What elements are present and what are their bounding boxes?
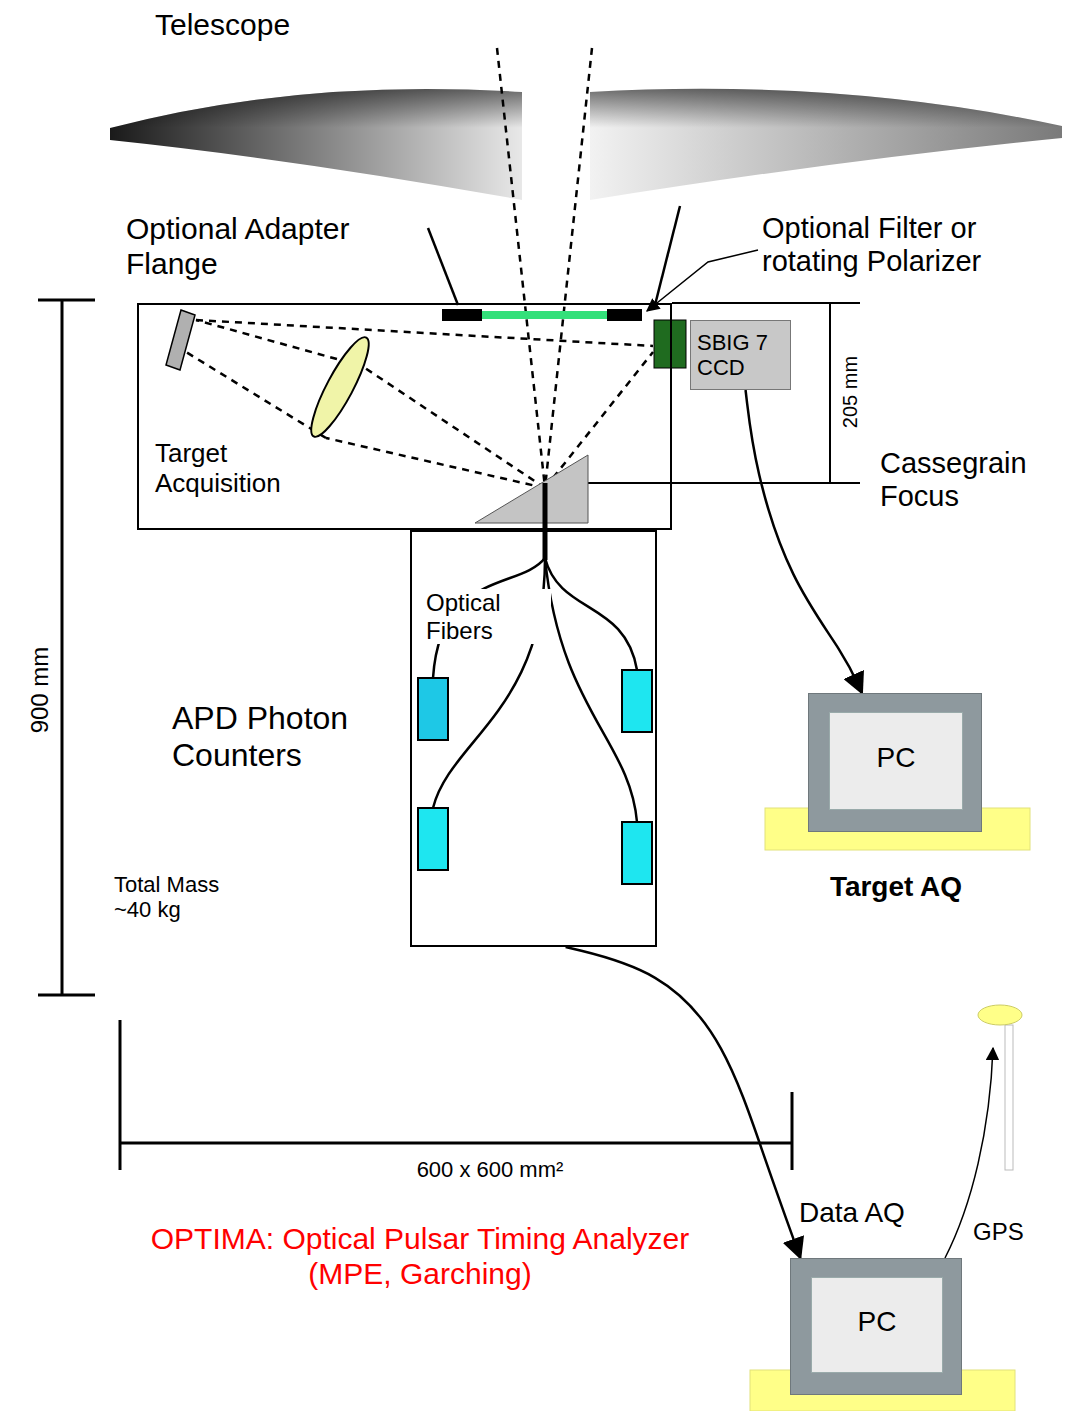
node-heading: Data AQ — [799, 1197, 979, 1229]
telescope-label: Telescope — [155, 8, 375, 43]
signal-cable — [566, 947, 801, 1258]
caption: OPTIMA: Optical Pulsar Timing Analyzer (… — [115, 1222, 725, 1291]
part-label: Optional Filter or rotating Polarizer — [762, 212, 1062, 279]
part-label: Optional Adapter Flange — [126, 212, 416, 281]
part-label: APD Photon Counters — [172, 700, 397, 774]
primary-mirror — [110, 89, 522, 200]
node-text: PC — [811, 1306, 943, 1338]
gps-antenna — [978, 1005, 1022, 1025]
signal-cable — [746, 390, 862, 693]
light-path — [186, 48, 653, 488]
filter-polarizer — [654, 320, 686, 368]
dimension-label: 900 mm — [26, 647, 54, 734]
node-text: Target Acquisition — [155, 439, 305, 499]
pick-off-prism — [475, 455, 588, 523]
lens — [302, 331, 378, 442]
leader-line — [647, 250, 758, 311]
dimension-label: 600 x 600 mm² — [390, 1157, 590, 1182]
part-label: Cassegrain Focus — [880, 447, 1066, 514]
dimension-label: 205 mm — [839, 356, 862, 428]
detector-housing: Optical Fibers — [410, 530, 657, 947]
note-label: Total Mass ~40 kg — [114, 872, 254, 923]
node-text: PC — [829, 742, 963, 774]
signal-label: GPS — [973, 1218, 1053, 1246]
acquisition-housing: Target Acquisition — [137, 303, 672, 530]
antenna-mast — [1005, 1025, 1013, 1170]
primary-mirror — [590, 89, 1062, 200]
optical-fiber — [433, 483, 637, 822]
pc-monitor: Data AQPC — [790, 1258, 962, 1395]
dimension-line — [38, 300, 792, 1170]
focus-extension — [560, 303, 860, 483]
node-heading: Target AQ — [789, 871, 1003, 903]
primary-mirror — [590, 89, 1062, 200]
node-text: Optical Fibers — [426, 589, 551, 644]
pc-monitor: PCTarget AQ — [808, 693, 982, 832]
node-text: SBIG 7 CCD — [697, 330, 785, 381]
ccd-camera: SBIG 7 CCD — [690, 320, 791, 390]
fold-mirror — [166, 310, 195, 370]
primary-mirror — [110, 89, 522, 200]
apd-counter — [418, 670, 652, 884]
